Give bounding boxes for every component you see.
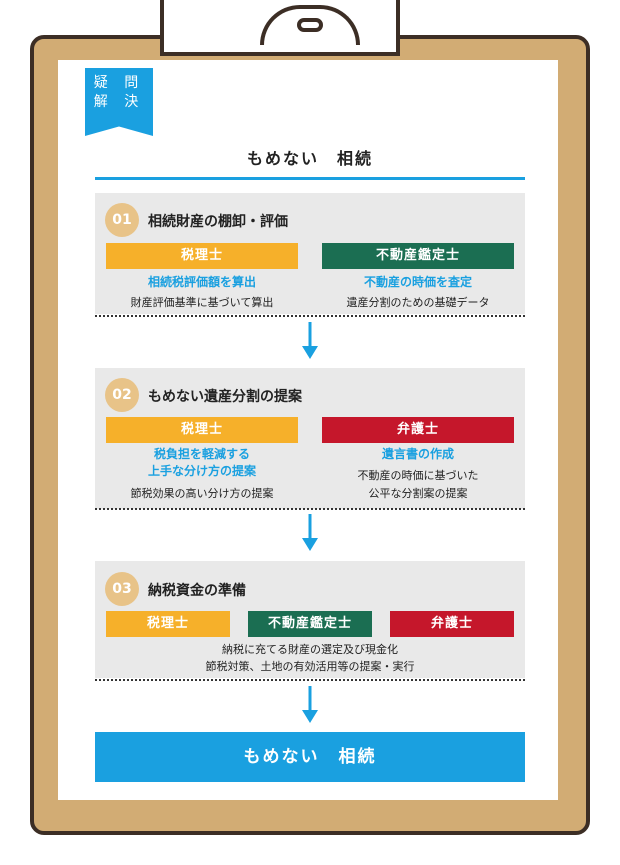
arrow-down-icon xyxy=(302,322,318,359)
section-1-right-bar: 不動産鑑定士 xyxy=(322,243,514,269)
arrow-down-icon xyxy=(302,686,318,723)
section-3-text-1: 納税に充てる財産の選定及び現金化 xyxy=(222,643,398,656)
badge-line2: 解 決 xyxy=(93,94,145,110)
section-2-left-bar: 税理士 xyxy=(106,417,298,443)
section-3-bar-2: 不動産鑑定士 xyxy=(248,611,372,637)
badge-line1: 疑 問 xyxy=(93,75,145,91)
section-1-left-text: 財産評価基準に基づいて算出 xyxy=(130,296,274,309)
final-result-banner: もめない 相続 xyxy=(95,732,525,782)
section-3-number: 03 xyxy=(105,572,139,606)
section-1-title: 相続財産の棚卸・評価 xyxy=(148,214,288,230)
section-2-title: もめない遺産分割の提案 xyxy=(148,389,302,405)
section-3-text-2: 節税対策、土地の有効活用等の提案・実行 xyxy=(205,660,415,673)
section-1-left-bar: 税理士 xyxy=(106,243,298,269)
badge: 疑 問 解 決 xyxy=(85,68,153,136)
section-2-left-blue-2: 上手な分け方の提案 xyxy=(147,464,256,478)
section-2-number: 02 xyxy=(105,378,139,412)
clip-hole xyxy=(297,18,323,32)
section-2-right-bar: 弁護士 xyxy=(322,417,514,443)
section-2-left-text: 節税効果の高い分け方の提案 xyxy=(130,487,274,500)
section-2-right-text-2: 公平な分割案の提案 xyxy=(368,487,468,500)
section-3-bar-1: 税理士 xyxy=(106,611,230,637)
section-1-divider xyxy=(95,315,525,317)
title-underline xyxy=(95,177,525,180)
section-2-right-blue: 遺言書の作成 xyxy=(381,447,454,461)
section-3-divider xyxy=(95,679,525,681)
section-1-left-blue: 相続税評価額を算出 xyxy=(147,275,256,289)
section-2-left-blue-1: 税負担を軽減する xyxy=(153,447,250,461)
section-1-right-text: 遺産分割のための基礎データ xyxy=(346,296,490,309)
section-2-right-text-1: 不動産の時価に基づいた xyxy=(357,469,479,482)
section-3-bar-3: 弁護士 xyxy=(390,611,514,637)
section-1-right-blue: 不動産の時価を査定 xyxy=(363,275,472,289)
arrow-down-icon xyxy=(302,514,318,551)
section-3-title: 納税資金の準備 xyxy=(148,583,246,599)
section-2-divider xyxy=(95,508,525,510)
section-1-number: 01 xyxy=(105,203,139,237)
page-title: もめない 相続 xyxy=(246,149,373,168)
